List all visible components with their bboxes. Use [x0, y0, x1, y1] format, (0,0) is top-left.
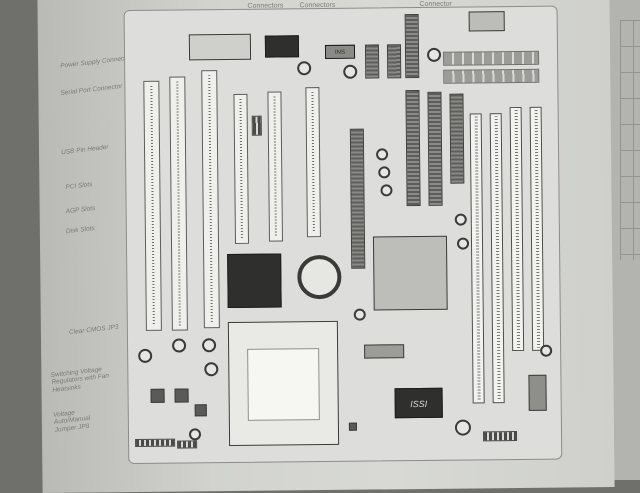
atx-power-connector [404, 14, 420, 79]
battery-connector [188, 33, 252, 61]
agp-slot [349, 128, 366, 269]
cpu-socket-center [247, 348, 320, 421]
io-header-row-2 [443, 68, 540, 84]
label-voltage-regulators: Switching Voltage Regulators with Fan He… [50, 366, 110, 394]
pci-slot-3 [201, 70, 220, 329]
capacitor-14 [188, 428, 202, 441]
label-voltage-jumper: Voltage Auto/Manual Jumper JP8 [52, 409, 91, 434]
capacitor-3 [426, 47, 442, 62]
capacitor-15 [454, 419, 472, 436]
isa-slot-3 [305, 87, 321, 238]
bottom-left-header-2 [177, 440, 198, 449]
pci-slot-2 [169, 76, 188, 331]
rear-io-connector [468, 11, 505, 32]
north-bridge-chip [372, 235, 448, 311]
capacitor-9 [353, 308, 366, 321]
capacitor-8 [456, 237, 470, 250]
capacitor-4 [376, 148, 389, 161]
fan-connector-2 [386, 44, 402, 79]
south-bridge-chip [227, 253, 282, 309]
regulator-chip-2 [174, 388, 189, 403]
ide-connector-2 [427, 91, 443, 206]
bios-chip: ISSI [394, 387, 443, 419]
dimm-slot-2 [489, 113, 505, 404]
front-panel-header [482, 431, 518, 442]
clock-chip [264, 35, 300, 58]
adjacent-page-grid [620, 20, 640, 260]
capacitor-5 [378, 166, 391, 179]
cmos-battery [297, 254, 342, 300]
manual-page: Connectors Connectors Connector Power Su… [37, 0, 615, 493]
capacitor-1 [297, 61, 312, 76]
label-disk-slots: Disk Slots [65, 224, 96, 236]
label-agp-slots: AGP Slots [65, 204, 96, 216]
ide-connector-1 [405, 90, 421, 207]
floppy-connector [449, 93, 465, 184]
capacitor-13 [204, 362, 219, 377]
bottom-connector [528, 374, 547, 411]
io-header-row-1 [443, 50, 540, 66]
voltage-regulator [364, 344, 405, 359]
small-component [348, 422, 357, 431]
capacitor-7 [454, 213, 467, 226]
capacitor-10 [138, 348, 153, 363]
dimm-slot-3 [509, 106, 525, 352]
motherboard-diagram: INS ISSI [123, 5, 563, 465]
label-usb-header: USB Pin Header [60, 143, 109, 157]
fan-connector-1 [364, 44, 380, 79]
regulator-chip-1 [150, 388, 165, 403]
label-serial-port: Serial Port Connector [60, 82, 123, 97]
capacitor-16 [540, 344, 553, 357]
regulator-chip-3 [194, 404, 207, 417]
capacitor-12 [202, 338, 217, 353]
jumper-block [251, 115, 262, 136]
small-chip: INS [324, 44, 356, 59]
bottom-left-header-1 [135, 438, 176, 448]
capacitor-6 [380, 184, 393, 197]
dimm-slot-1 [469, 113, 485, 404]
capacitor-2 [343, 64, 358, 79]
label-pci-slots: PCI Slots [65, 181, 93, 192]
isa-slot-2 [267, 91, 283, 242]
dimm-slot-4 [529, 106, 545, 351]
pci-slot-1 [143, 80, 162, 331]
isa-slot-1 [233, 93, 250, 244]
label-clear-cmos: Clear CMOS JP3 [68, 323, 119, 337]
capacitor-11 [172, 338, 187, 353]
cpu-socket [227, 320, 340, 447]
